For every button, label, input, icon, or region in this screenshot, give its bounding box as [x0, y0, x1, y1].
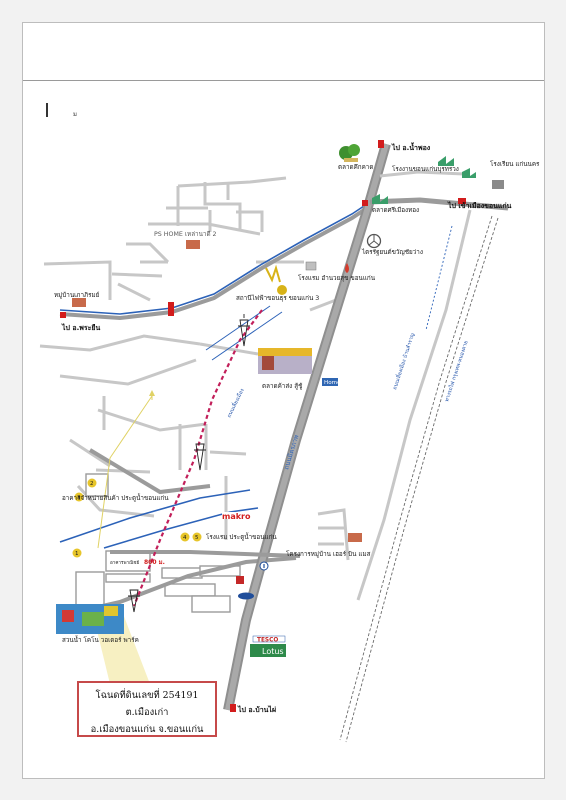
- building-icon: [72, 180, 504, 542]
- page-marker: [46, 103, 48, 117]
- info-icon: [259, 561, 269, 571]
- label-lotus: Lotus: [262, 647, 284, 656]
- label-distance: 800 ม.: [144, 559, 165, 566]
- school-building-icon: [305, 261, 317, 271]
- road-factory: [379, 170, 465, 178]
- highway-blue-thin: [205, 305, 283, 361]
- label-tesco: TESCO: [257, 638, 278, 644]
- pointer-line: [97, 395, 153, 549]
- label-railway: ทางรถไฟ กรุงเทพ-หนองคาย: [442, 340, 469, 403]
- bypass-road: [356, 209, 472, 601]
- label-homepro: HomePro: [324, 380, 350, 386]
- label-hotel-amnuaysuk: โรงแรม อำนวยสุข ขอนแก่น: [298, 274, 376, 282]
- label-to-khon-kaen-city: ไป เข้าเมืองขอนแก่น: [447, 201, 512, 210]
- label-ps-home: PS HOME เหล่านาดี 2: [154, 230, 217, 238]
- label-hotel-pratunam: โรงแรม ประตูน้ำขอนแก่น: [206, 532, 277, 541]
- label-bypass: ถนนเลี่ยงเมือง บ้านสำราญ: [391, 332, 416, 391]
- service-road-dots: [425, 225, 453, 331]
- page-marker-text: ม: [73, 111, 77, 118]
- label-mercedes: ไตรรัฐยนต์ขวัญชัยว่าง: [361, 248, 423, 256]
- railway-line: [339, 215, 499, 743]
- number-badge-icon: [72, 478, 202, 558]
- fuel-drop-icon: [345, 263, 349, 273]
- land-title-note: โฉนดที่ดินเลขที่ 254191 ต.เมืองเก่า อ.เม…: [77, 681, 217, 737]
- local-street-grid: [39, 176, 350, 561]
- main-road-mittraphap: [223, 142, 391, 711]
- label-to-nam-phong: ไป อ.น้ำพอง: [391, 141, 431, 152]
- badge-num-3: 3: [77, 495, 81, 501]
- makro-logo: [222, 512, 246, 519]
- tesco-lotus-logo: [250, 635, 286, 657]
- label-housing-project: โครงการหมู่บ้าน เฮอร์ บิน แมส: [286, 550, 371, 558]
- transmission-tower-icon: [128, 314, 250, 613]
- shop-sign-icon: [236, 576, 244, 584]
- label-bus-terminal: โรงเรียน แก่นนคร: [490, 160, 540, 168]
- ford-logo-icon: [238, 592, 254, 600]
- badge-num-1: 1: [75, 551, 79, 557]
- label-power-station: สถานีไฟฟ้าขอนธุร ขอนแก่น 3: [236, 294, 319, 302]
- badge-num-4: 4: [183, 535, 187, 541]
- header-divider: [23, 80, 544, 81]
- label-makro: makro: [222, 512, 251, 521]
- label-shop-row: อาคารพาณิชย์: [110, 559, 139, 566]
- label-fresh-market: ตลาดคึกคาด: [338, 163, 373, 171]
- note-line-2: อ.เมืองขอนแก่น จ.ขอนแก่น: [90, 724, 204, 735]
- badge-num-2: 2: [90, 481, 94, 487]
- mercedes-icon: [366, 233, 382, 249]
- label-sri-muang-market: ตลาดศรีเมืองทอง: [372, 206, 419, 214]
- tree-icon: [339, 144, 360, 162]
- label-wholesale-market: ตลาดค้าส่ง สู้ชู้: [262, 382, 303, 390]
- water-park-icon: [56, 604, 124, 634]
- badge-num-5: 5: [195, 535, 199, 541]
- power-line: [132, 309, 263, 607]
- homepro-icon: [322, 378, 338, 386]
- road-pratunam: [110, 550, 301, 558]
- police-icon: [265, 264, 287, 295]
- label-road-left: ถนนเลี่ยงเมือง: [226, 387, 246, 419]
- north-arrow-icon: [149, 390, 155, 400]
- label-shop-building: อาคารจำหน่ายสินค้า ประตูน้ำขอนแก่น: [62, 493, 169, 502]
- label-to-phra-yuen: ไป อ.พระยืน: [61, 323, 100, 332]
- label-village-left: หมู่บ้านเภาภิรมย์: [54, 291, 100, 299]
- label-water-park: สวนน้ำ โคโน วอเตอร์ พาร์ค: [62, 635, 139, 644]
- market-roof-icon: [258, 348, 312, 374]
- highway-blue-edge: [59, 201, 371, 549]
- factory-icon: [372, 156, 476, 204]
- label-brewery: โรงงานขอนแก่นบุรทรวง: [392, 165, 459, 173]
- label-to-ban-phai: ไป อ.บ้านไผ่: [237, 705, 276, 714]
- note-line-1: โฉนดที่ดินเลขที่ 254191 ต.เมืองเก่า: [95, 690, 199, 718]
- road-end-markers: [60, 140, 466, 712]
